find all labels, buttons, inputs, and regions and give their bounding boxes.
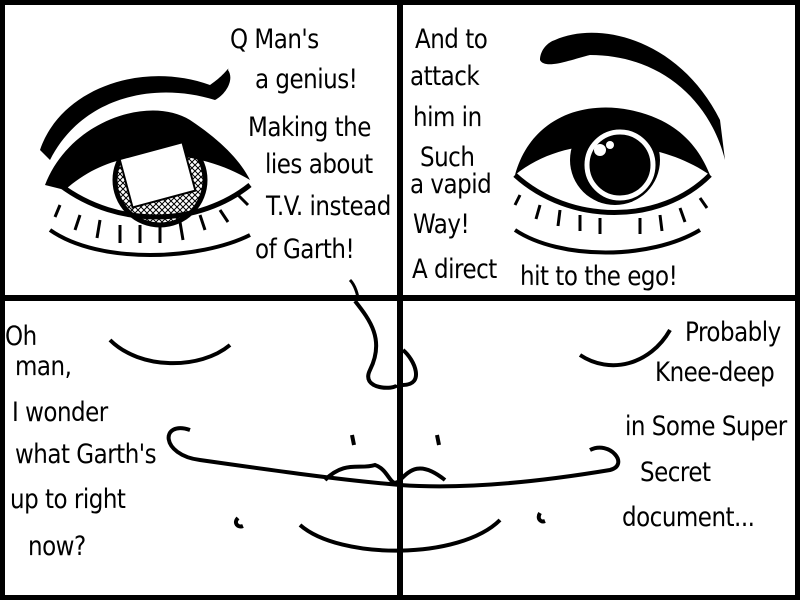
panel-2-caption-line: hit to the ego!	[520, 262, 678, 292]
panel-4-caption-line: document...	[622, 503, 755, 533]
panel-3-caption-line: man,	[15, 352, 72, 382]
panel-3-caption-line: what Garth's	[15, 440, 157, 470]
panel-1-caption-line: Q Man's	[230, 25, 319, 55]
panel-1-caption-line: of Garth!	[255, 235, 355, 265]
panel-2-caption-line: attack	[410, 62, 480, 92]
panel-4-caption-line: in Some Super	[625, 412, 787, 442]
panel-3-caption-line: Oh	[5, 322, 37, 352]
panel-2-caption-line: a vapid	[410, 170, 492, 200]
panel-1-caption-line: Making the	[248, 113, 371, 143]
panel-3-caption-line: up to right	[10, 485, 126, 515]
panel-2-caption-line: A direct	[412, 255, 497, 285]
panel-2-caption-line: Way!	[413, 210, 470, 240]
panel-3-caption-line: I wonder	[12, 398, 108, 428]
panel-3-caption-line: now?	[28, 532, 86, 562]
panel-2-caption-line: And to	[415, 25, 488, 55]
panel-4-caption-line: Secret	[640, 458, 711, 488]
panel-1-caption-line: lies about	[265, 150, 373, 180]
panel-2-caption-line: him in	[413, 103, 482, 133]
panel-4-caption-line: Probably	[685, 318, 781, 348]
panel-4-caption-line: Knee-deep	[655, 358, 775, 388]
panel-2-caption-line: Such	[420, 143, 475, 173]
panel-1-caption-line: T.V. instead	[266, 192, 391, 222]
panel-1-caption-line: a genius!	[255, 65, 358, 95]
